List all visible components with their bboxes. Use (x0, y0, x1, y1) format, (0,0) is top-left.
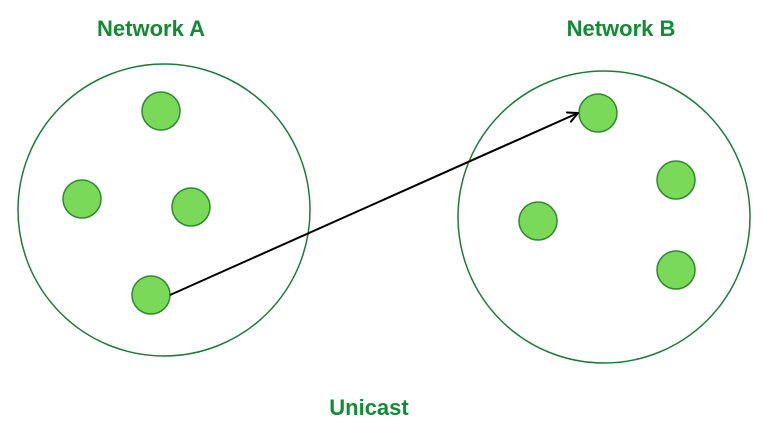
network-b-destination-node (578, 93, 618, 133)
network-a-node (171, 187, 211, 227)
network-a-title: Network A (97, 16, 205, 41)
transmission-mode-caption: Unicast (329, 395, 409, 420)
network-a-source-node (131, 275, 171, 315)
network-b-node (656, 160, 696, 200)
network-b-node (518, 201, 558, 241)
network-b-title: Network B (566, 16, 676, 41)
network-a-boundary (17, 63, 311, 357)
network-b-boundary (457, 70, 751, 364)
network-b-node (656, 250, 696, 290)
network-a-node (141, 91, 181, 131)
unicast-arrow (169, 111, 579, 296)
network-a-node (62, 179, 102, 219)
